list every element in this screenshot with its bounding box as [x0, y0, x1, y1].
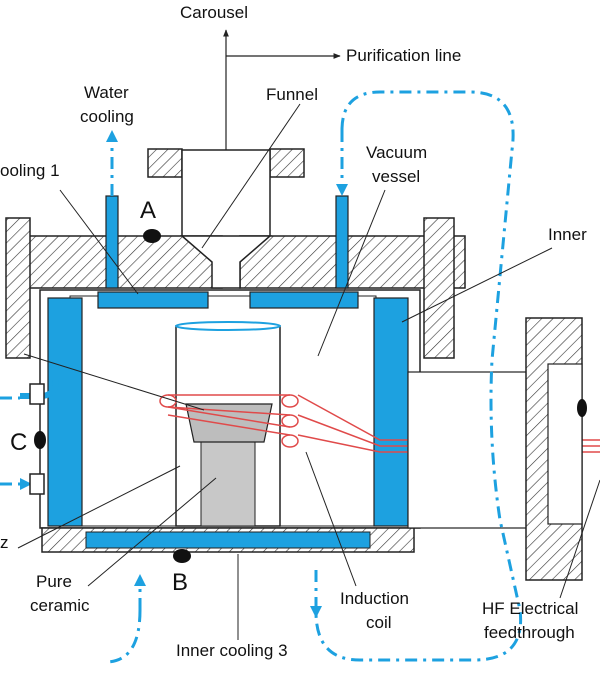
label-z: z: [0, 533, 9, 552]
label-cooling: cooling: [80, 107, 134, 126]
water-jackets: [20, 195, 409, 527]
left-ports: [29, 383, 45, 495]
label-coil: coil: [366, 613, 392, 632]
marker-b: B: [172, 569, 188, 596]
label-carousel: Carousel: [180, 3, 248, 22]
label-inner-cooling-3: Inner cooling 3: [176, 641, 288, 660]
label-induction: Induction: [340, 589, 409, 608]
bottom-plate: [41, 527, 415, 553]
label-purification-line: Purification line: [346, 46, 461, 65]
label-inner: Inner: [548, 225, 587, 244]
label-funnel: Funnel: [266, 85, 318, 104]
cooling-flow-lines: [0, 90, 523, 664]
crucible: [175, 321, 281, 527]
label-hf-electrical: HF Electrical: [482, 599, 578, 618]
top-lines: [223, 29, 341, 150]
label-cooling-1: ooling 1: [0, 161, 60, 180]
label-vacuum: Vacuum: [366, 143, 427, 162]
seal-markers: [34, 229, 587, 563]
hf-port: [407, 317, 583, 581]
label-ceramic: ceramic: [30, 596, 90, 615]
marker-c: C: [10, 429, 27, 456]
label-water: Water: [84, 83, 129, 102]
label-pure: Pure: [36, 572, 72, 591]
top-lid: [5, 217, 466, 359]
label-vessel: vessel: [372, 167, 420, 186]
marker-a: A: [140, 197, 156, 224]
label-feedthrough: feedthrough: [484, 623, 575, 642]
leader-lines: [17, 103, 600, 640]
